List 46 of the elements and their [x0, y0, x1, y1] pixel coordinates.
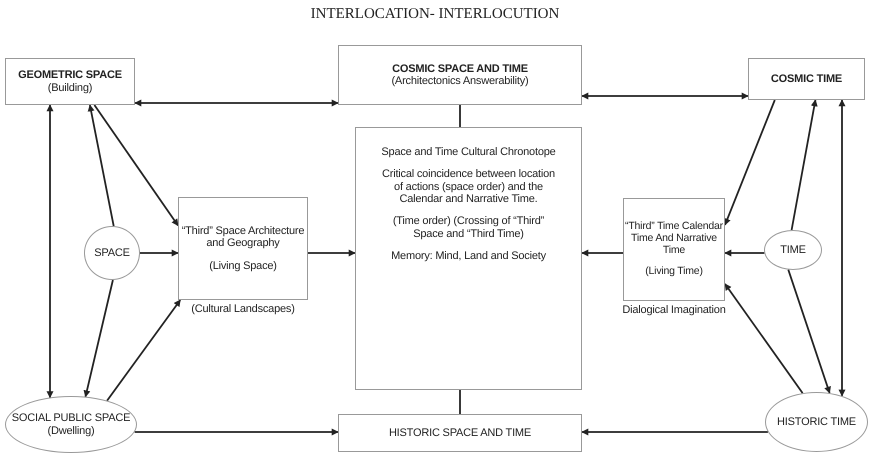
node-heading: TIME: [780, 244, 806, 256]
node-heading: Space and Time Cultural Chronotope: [381, 146, 556, 158]
concept-box: [338, 414, 582, 452]
node-heading: SOCIAL PUBLIC SPACE (Dwelling): [10, 412, 132, 437]
central-box: [355, 127, 582, 390]
node-text: (Living Time): [645, 266, 703, 278]
concept-box: [338, 45, 582, 105]
arrow: [724, 250, 764, 256]
node-heading: HISTORIC SPACE AND TIME: [388, 426, 532, 440]
node-heading: COSMIC SPACE AND TIME: [392, 62, 528, 75]
double-arrow: [46, 104, 54, 398]
node-heading: “Third” Space Architecture and Geography: [180, 225, 306, 250]
node-text: (Building): [48, 82, 92, 94]
arrow: [787, 269, 831, 394]
arrow: [94, 104, 179, 226]
connector-line: [459, 105, 461, 127]
node-text: (Time order) (Crossing of “Third” Space and “Third Time): [392, 215, 546, 240]
arrow: [581, 250, 623, 256]
diagram-title: INTERLOCATION- INTERLOCUTION: [310, 6, 560, 23]
node-text: (Architectonics Answerability): [391, 75, 529, 88]
double-arrow: [581, 92, 749, 100]
arrow: [724, 100, 776, 226]
arrow: [88, 104, 115, 226]
arrow: [790, 99, 818, 230]
node-heading: COSMIC TIME: [770, 72, 842, 86]
arrow: [134, 428, 339, 436]
node-text: Memory: Mind, Land and Society: [391, 250, 546, 262]
node-text: (Living Space): [209, 260, 277, 272]
node-heading: SPACE: [94, 246, 130, 260]
arrow: [724, 283, 804, 394]
node-text: Critical coincidence between location of actions (space order) and the Calendar and Narrative Time.: [381, 168, 556, 206]
arrow: [84, 280, 114, 398]
node-caption: (Cultural Landscapes): [190, 303, 296, 316]
arrow: [106, 299, 182, 402]
arrow: [140, 250, 179, 256]
connector-line: [459, 390, 461, 414]
node-heading: GEOMETRIC SPACE: [18, 69, 122, 82]
concept-box: [5, 58, 135, 105]
arrow: [581, 428, 768, 436]
concept-box: [748, 58, 865, 100]
node-heading: HISTORIC TIME: [777, 416, 856, 428]
arrow: [308, 250, 356, 256]
node-caption: Dialogical Imagination: [621, 304, 727, 316]
double-arrow: [134, 100, 339, 106]
double-arrow: [838, 99, 846, 397]
node-heading: “Third” Time Calendar Time And Narrative Time: [624, 221, 724, 256]
